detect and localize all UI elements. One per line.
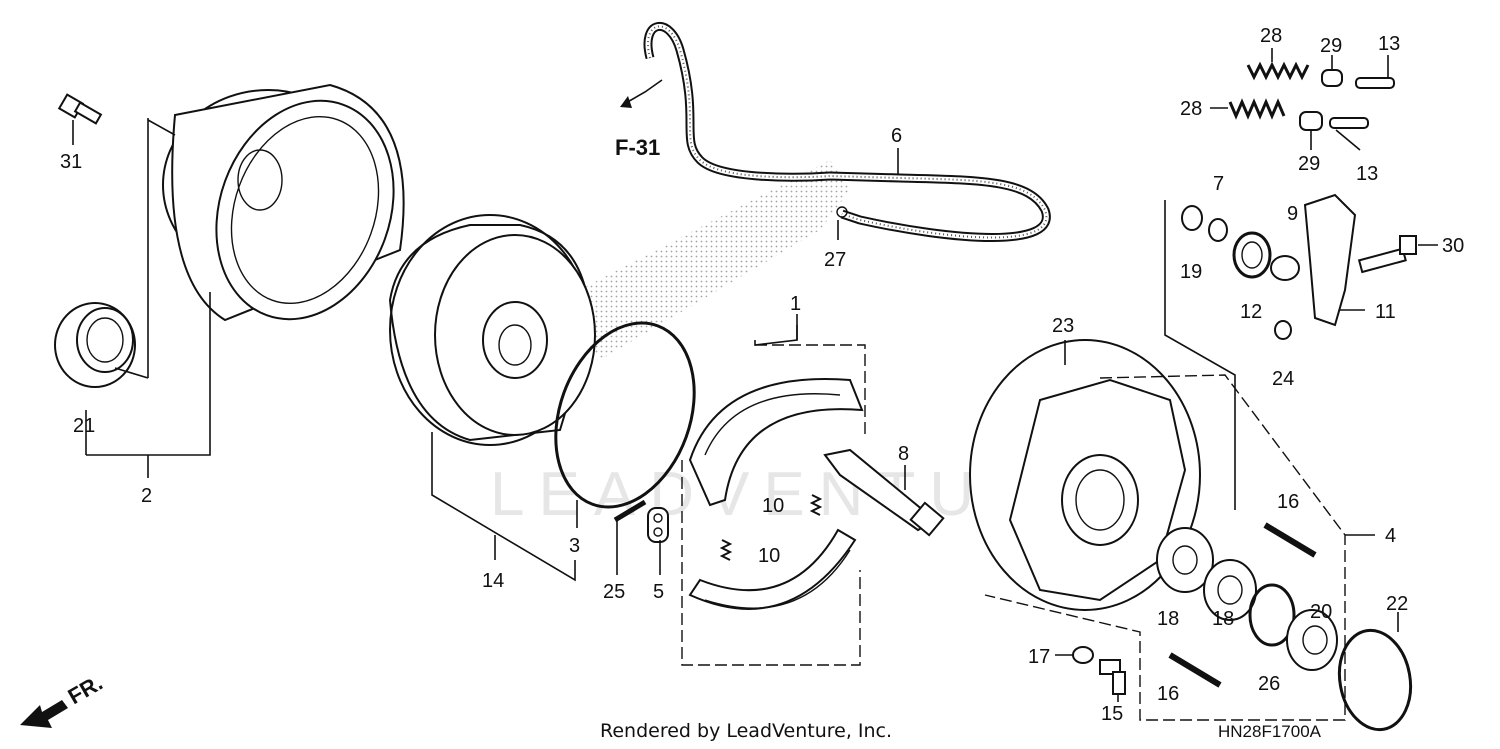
callout-10-upper: 10 [762,495,784,517]
callout-13-lower: 13 [1356,163,1378,185]
callout-3: 3 [569,535,580,557]
callout-21: 21 [73,415,95,437]
callout-22: 22 [1386,593,1408,615]
callout-28-upper: 28 [1260,25,1282,47]
diagram-code: HN28F1700A [1218,722,1322,741]
arm-11 [1303,193,1357,327]
o-ring-22 [1337,628,1413,732]
clip-27 [836,206,848,218]
cam-shaft-8 [823,448,945,537]
circlip-26 [1248,583,1296,647]
collar-29-lower [1299,111,1323,131]
callout-8: 8 [898,443,909,465]
callout-1: 1 [790,293,801,315]
callout-23: 23 [1052,315,1074,337]
washer-7 [1208,218,1228,242]
bearing-18-inner [1156,527,1214,593]
callouts: 1 2 3 4 5 6 7 8 9 10 10 11 12 13 13 14 1… [60,25,1464,725]
callout-29-lower: 29 [1298,153,1320,175]
bolt-30 [1357,235,1417,274]
bearing-18-outer [1203,559,1257,621]
footer-credit: Rendered by LeadVenture, Inc. [600,720,892,742]
callout-26: 26 [1258,673,1280,695]
callout-24: 24 [1272,368,1294,390]
callout-16-lower: 16 [1157,683,1179,705]
spring-10-lower [719,539,733,561]
callout-11: 11 [1375,301,1396,323]
callout-12: 12 [1240,301,1262,323]
callout-29-upper: 29 [1320,35,1342,57]
callout-4: 4 [1385,525,1396,547]
stud-16-lower [1168,652,1222,688]
brake-drum [388,214,596,446]
backing-plate [969,339,1201,611]
spring-28-upper [1246,61,1310,81]
drum-cover [162,83,405,322]
callout-30: 30 [1442,235,1464,257]
seal-21 [54,302,136,388]
callout-27: 27 [824,249,846,271]
callout-18-inner: 18 [1157,608,1179,630]
callout-25: 25 [603,581,625,603]
callout-2: 2 [141,485,152,507]
callout-6: 6 [891,125,902,147]
pin-13-lower [1329,117,1369,129]
callout-5: 5 [653,581,664,603]
washer-19 [1181,205,1203,231]
callout-13-upper: 13 [1378,33,1400,55]
nut-24 [1274,320,1292,340]
stud-16-upper [1263,522,1317,558]
callout-15: 15 [1101,703,1123,725]
collar-29-upper [1321,69,1343,87]
brake-cable [620,22,1051,242]
shadow-cone [560,160,850,360]
brake-shoe-upper [688,378,864,507]
callout-7: 7 [1213,173,1224,195]
pin-25 [613,499,647,523]
callout-18-outer: 18 [1212,608,1234,630]
bolt-15 [1099,659,1126,695]
bolt-31 [57,93,103,125]
callout-17: 17 [1028,646,1050,668]
callout-19: 19 [1180,261,1202,283]
ring-3 [554,321,696,509]
reference-label: F-31 [615,135,660,160]
front-direction-label: FR. [64,670,107,709]
spring-10-upper [809,494,823,516]
plate-5 [647,507,669,543]
callout-28-lower: 28 [1180,98,1202,120]
pin-13-upper [1355,77,1395,89]
callout-20: 20 [1310,601,1332,623]
spring-28-lower [1228,98,1286,120]
callout-31: 31 [60,151,82,173]
callout-10-lower: 10 [758,545,780,567]
callout-9: 9 [1287,203,1298,225]
brake-shoe-lower [688,528,857,610]
dashed-groups [681,344,1346,721]
leader-lines [72,48,1438,702]
seal-20 [1286,609,1338,671]
plate-9 [1270,255,1300,281]
front-direction-arrow: FR. [20,670,107,728]
callout-14: 14 [482,570,504,592]
washer-17 [1072,646,1094,664]
callout-16-upper: 16 [1277,491,1299,513]
spring-12 [1232,231,1272,279]
